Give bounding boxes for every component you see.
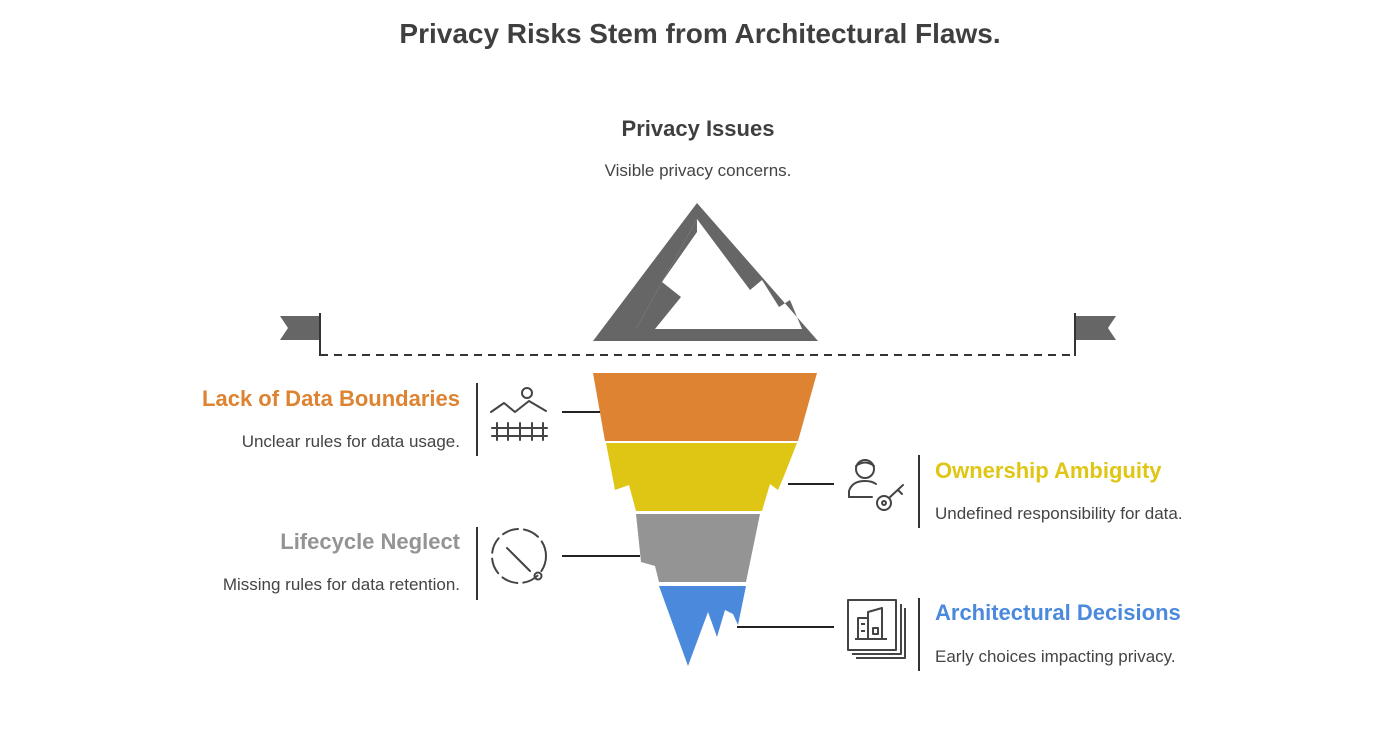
layer-title-architectural-decisions: Architectural Decisions (935, 600, 1181, 625)
layer-band-lifecycle-neglect (636, 514, 760, 582)
left-flag-icon (280, 316, 319, 340)
person-key-icon (848, 459, 904, 511)
layer-band-ownership-ambiguity (606, 443, 797, 511)
layer-band-lack-of-data-boundaries (593, 373, 817, 441)
layer-description-ownership-ambiguity: Undefined responsibility for data. (935, 504, 1183, 523)
tip-description: Visible privacy concerns. (604, 161, 792, 180)
mountain-icon (593, 203, 818, 341)
blueprint-documents-icon (847, 599, 906, 659)
right-flag-icon (1076, 316, 1116, 340)
fence-landscape-icon (490, 387, 548, 441)
dashed-cycle-icon (491, 528, 547, 584)
layer-title-lifecycle-neglect: Lifecycle Neglect (280, 529, 460, 554)
tip-title: Privacy Issues (621, 116, 775, 141)
layer-description-lack-of-data-boundaries: Unclear rules for data usage. (241, 432, 460, 451)
layer-description-architectural-decisions: Early choices impacting privacy. (935, 647, 1176, 666)
layer-title-ownership-ambiguity: Ownership Ambiguity (935, 458, 1162, 483)
layer-description-lifecycle-neglect: Missing rules for data retention. (222, 575, 460, 594)
layer-band-architectural-decisions (659, 586, 746, 666)
layer-title-lack-of-data-boundaries: Lack of Data Boundaries (202, 386, 460, 411)
page-title: Privacy Risks Stem from Architectural Fl… (399, 18, 1001, 49)
